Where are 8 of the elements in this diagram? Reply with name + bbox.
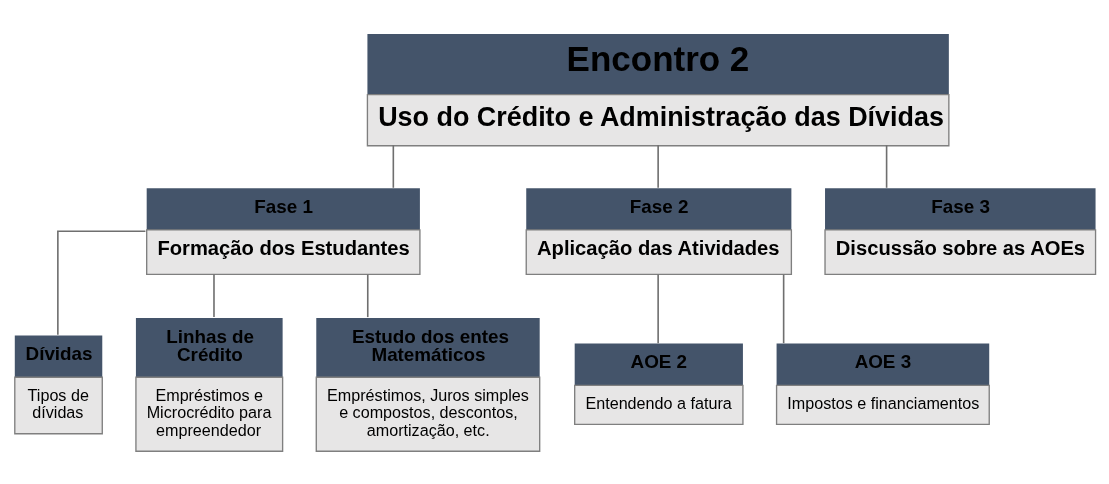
connector bbox=[657, 273, 659, 344]
connector bbox=[366, 273, 369, 318]
connector bbox=[392, 144, 395, 189]
connector bbox=[657, 144, 659, 189]
connector bbox=[57, 230, 147, 336]
connector bbox=[782, 273, 785, 344]
connector bbox=[213, 273, 215, 318]
connector bbox=[885, 144, 888, 189]
